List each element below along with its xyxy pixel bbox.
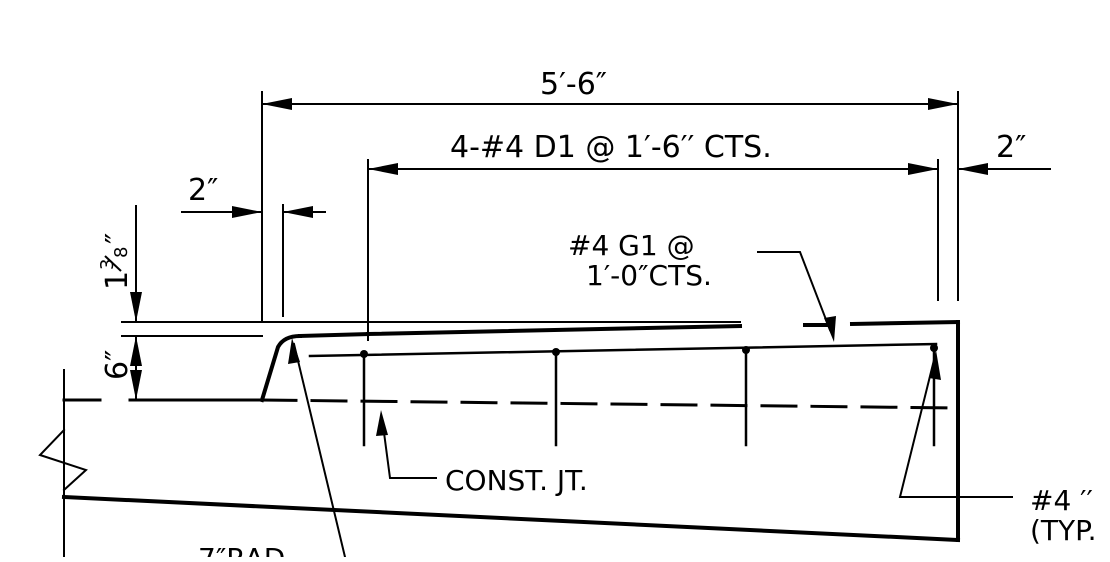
svg-text:3: 3 <box>97 259 118 270</box>
overall-dimension <box>261 91 959 321</box>
d1-bars <box>360 344 938 447</box>
g1-callout-line1: #4 G1 @ <box>568 229 695 262</box>
radius-leader <box>288 338 347 559</box>
right-bar-callout-line2: (TYP. <box>1030 514 1097 547</box>
bar-spacing-label: 4-#4 D1 @ 1′-6′′ CTS. <box>450 130 772 165</box>
left-cover-label: 2″ <box>188 173 218 208</box>
right-bar-leader <box>898 350 1013 498</box>
svg-text:″: ″ <box>100 233 135 244</box>
svg-text:8: 8 <box>111 247 132 258</box>
construction-joint-line <box>260 398 960 410</box>
svg-text:1: 1 <box>100 271 135 290</box>
g1-bar <box>308 342 938 358</box>
bar-spacing-dimension <box>367 159 939 341</box>
g1-callout-line2: 1′-0″CTS. <box>586 259 712 292</box>
overall-width-label: 5′-6″ <box>540 67 607 102</box>
const-jt-leader <box>376 410 437 479</box>
arrowhead-right <box>928 98 958 110</box>
right-bar-callout-line1: #4 ′′ <box>1030 484 1093 517</box>
arrowhead-left <box>262 98 292 110</box>
right-cover-dimension <box>957 163 1051 175</box>
left-cover-dimension <box>181 204 326 317</box>
right-cover-label: 2″ <box>996 130 1026 165</box>
const-jt-callout: CONST. JT. <box>445 464 588 497</box>
top-offset-label: 1 3 8 ″ <box>97 233 135 290</box>
radius-callout: 7″RAD. <box>198 542 294 557</box>
depth-label: 6″ <box>100 350 135 380</box>
g1-leader <box>757 251 836 342</box>
vertical-dimensions <box>121 205 741 401</box>
slab-outline <box>38 319 961 558</box>
